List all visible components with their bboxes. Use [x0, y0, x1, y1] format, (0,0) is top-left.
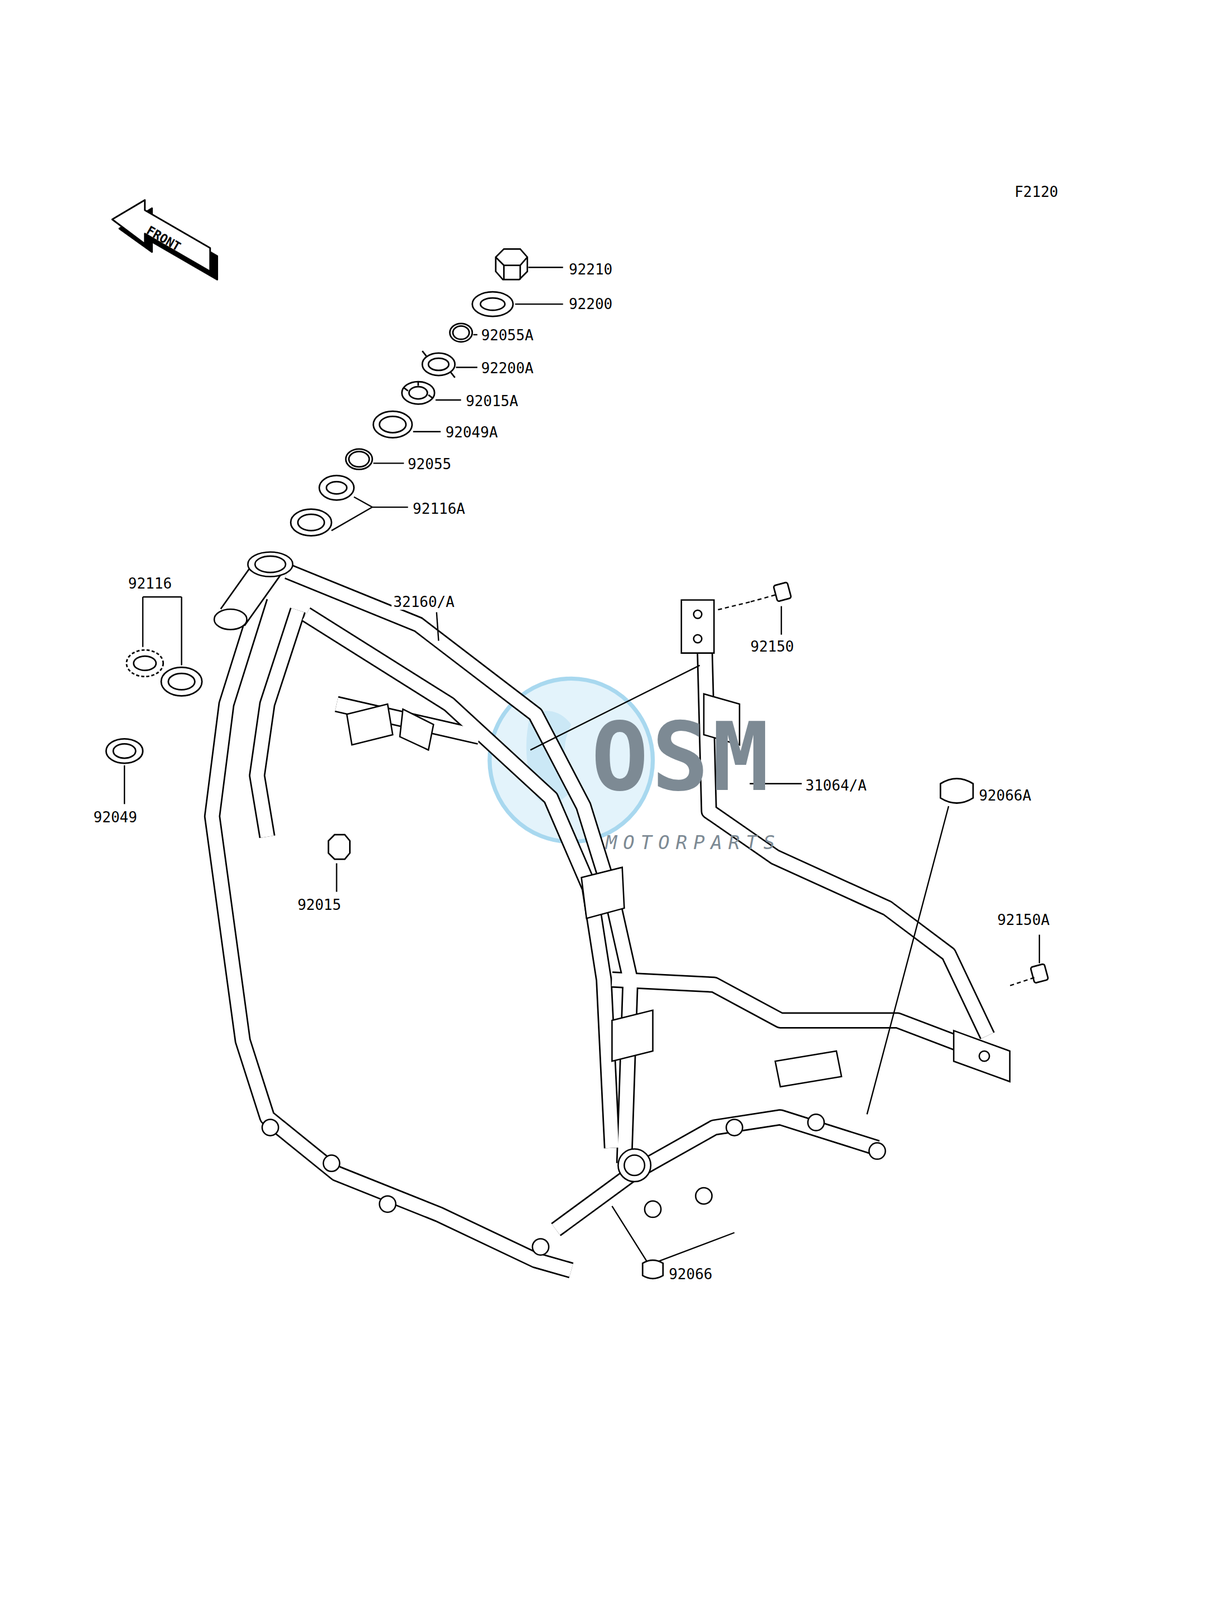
frame-details [214, 552, 1010, 1255]
callout-number: 92015 [295, 896, 343, 913]
front-arrow [112, 200, 217, 280]
callout-number: 92200 [567, 296, 615, 313]
callout-number: 92150A [995, 911, 1052, 928]
callout-number: 92066A [977, 787, 1033, 804]
callout-number: 92049A [443, 424, 500, 441]
callout-number: 92200A [479, 360, 536, 377]
tube-fill [211, 571, 1005, 1270]
tube-outline [211, 571, 1005, 1270]
leader-lines [124, 267, 1040, 1261]
direction-label: FRONT [142, 222, 185, 255]
callout-number: 92116A [411, 500, 467, 517]
callout-number: 31064/A [803, 777, 869, 794]
callout-number: 32160/A [391, 593, 457, 611]
callout-number: 92066 [666, 1265, 714, 1283]
callout-number: 92150 [748, 638, 796, 655]
callout-number: 92116 [126, 575, 174, 592]
callout-number: 92015A [463, 393, 520, 410]
figure-code: F2120 [1012, 184, 1060, 201]
watermark-logo: OSM [589, 704, 775, 810]
callout-number: 92049 [92, 809, 139, 826]
steering-stem-parts [105, 248, 1049, 1278]
callout-number: 92055 [405, 456, 453, 473]
callout-number: 92210 [567, 261, 615, 278]
callout-number: 92055A [479, 327, 536, 344]
watermark-text: MOTORPARTS [603, 832, 783, 853]
